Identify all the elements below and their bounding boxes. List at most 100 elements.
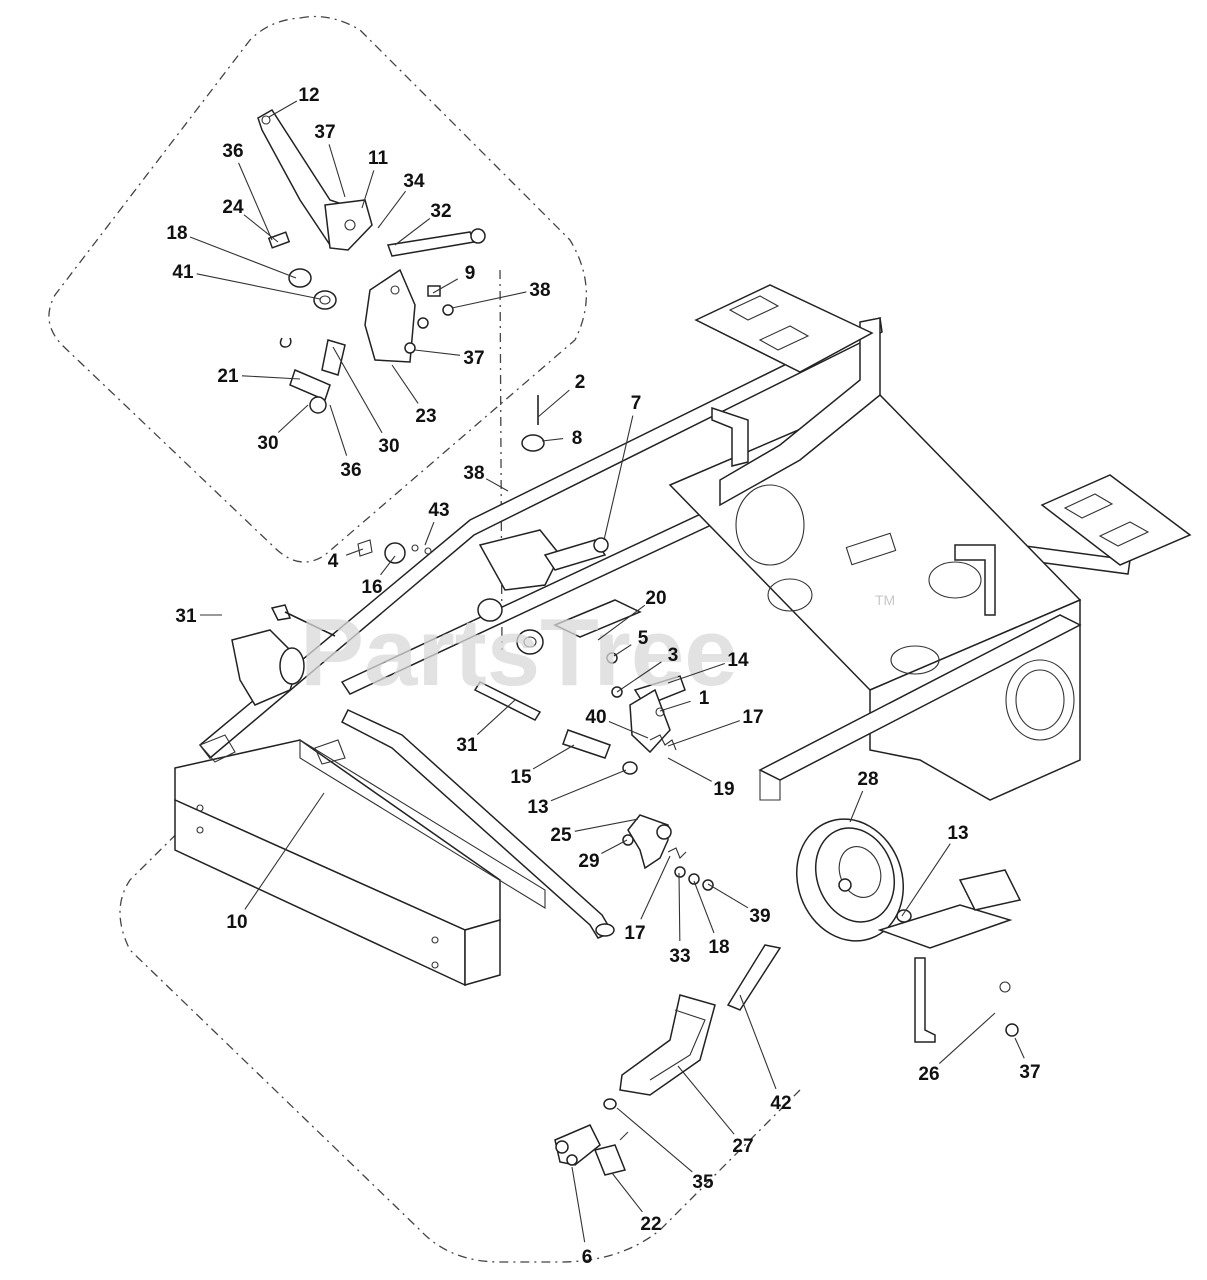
part-callout-c23: 23 xyxy=(415,406,436,427)
handle-assembly xyxy=(554,944,782,1176)
leader-line-c17b xyxy=(640,855,671,920)
part-callout-c37c: 37 xyxy=(1019,1062,1040,1083)
leader-line-c9 xyxy=(432,278,459,294)
part-callout-c13a: 13 xyxy=(527,797,548,818)
part-callout-c36b: 36 xyxy=(340,460,361,481)
part-callout-c40: 40 xyxy=(585,707,606,728)
leader-line-c17a xyxy=(667,720,740,747)
part-callout-c27: 27 xyxy=(732,1136,753,1157)
part-callout-c41: 41 xyxy=(172,262,194,283)
leader-line-c23 xyxy=(391,364,419,404)
part-callout-c38b: 38 xyxy=(463,463,484,484)
part-callout-c31b: 31 xyxy=(456,735,478,756)
leader-line-c14 xyxy=(667,663,725,684)
part-callout-c17b: 17 xyxy=(624,923,645,944)
leader-line-c43 xyxy=(424,521,435,546)
leader-line-c38a xyxy=(451,291,527,309)
leader-line-c35 xyxy=(616,1107,693,1173)
part-callout-c43: 43 xyxy=(428,500,449,521)
leader-line-c18b xyxy=(693,880,715,934)
leader-line-c38b xyxy=(485,478,509,492)
mower-frame xyxy=(198,284,1192,801)
leader-line-c34 xyxy=(377,190,407,229)
part-callout-c36a: 36 xyxy=(222,141,243,162)
leader-line-c27 xyxy=(677,1065,735,1135)
leader-line-c4 xyxy=(345,548,364,556)
frame-tube xyxy=(340,709,615,939)
center-linkage xyxy=(270,395,686,775)
part-callout-c28: 28 xyxy=(857,769,878,790)
leader-line-c36a xyxy=(238,162,273,241)
part-callout-c18a: 18 xyxy=(166,223,187,244)
leader-line-c37c xyxy=(1014,1037,1025,1059)
inset-parts xyxy=(257,108,486,414)
part-callout-c7: 7 xyxy=(631,393,642,414)
leader-line-c6 xyxy=(571,1166,586,1243)
part-callout-c25: 25 xyxy=(550,825,572,846)
watermark-tm: TM xyxy=(875,592,895,608)
leader-line-c19 xyxy=(667,757,712,782)
part-callout-c13b: 13 xyxy=(947,823,968,844)
detail-inset-boundary xyxy=(48,15,588,563)
part-callout-c18b: 18 xyxy=(708,937,729,958)
leader-line-c39 xyxy=(707,883,749,909)
leader-line-c3 xyxy=(616,661,662,693)
leader-line-c33 xyxy=(678,872,681,942)
part-callout-c33: 33 xyxy=(669,946,690,967)
leader-line-c32 xyxy=(394,218,431,246)
leader-line-c18a xyxy=(189,236,297,279)
wheel-bracket-left xyxy=(231,629,305,706)
part-callout-c15: 15 xyxy=(510,767,532,788)
part-callout-c10: 10 xyxy=(226,912,247,933)
leader-line-c29 xyxy=(601,839,628,854)
leader-line-c20 xyxy=(597,604,646,641)
part-callout-c19: 19 xyxy=(713,779,734,800)
part-callout-c11: 11 xyxy=(368,148,389,169)
leader-line-c22 xyxy=(611,1172,643,1213)
part-callout-c30a: 30 xyxy=(257,433,278,454)
leader-line-c12 xyxy=(268,100,298,118)
part-callout-c20: 20 xyxy=(645,588,666,609)
leader-line-c5 xyxy=(613,644,632,657)
callout-leaders xyxy=(189,100,1025,1243)
leader-line-c31b xyxy=(476,699,516,735)
leader-line-c11 xyxy=(361,170,375,209)
drive-wheel xyxy=(795,818,905,942)
leader-line-c30a xyxy=(277,404,309,433)
leader-line-c36b xyxy=(329,404,348,456)
part-callout-c2: 2 xyxy=(575,372,586,393)
leader-line-c8 xyxy=(541,438,564,442)
part-callout-c32: 32 xyxy=(430,201,451,222)
front-cross-member xyxy=(174,734,546,987)
part-callout-c9: 9 xyxy=(465,263,476,284)
leader-line-c16 xyxy=(380,555,396,576)
alignment-line xyxy=(499,269,503,651)
part-callout-c22: 22 xyxy=(640,1214,661,1235)
part-callout-c5: 5 xyxy=(638,628,649,649)
part-callout-c8: 8 xyxy=(572,428,583,449)
lower-region-boundary xyxy=(119,774,801,1263)
leader-line-c7 xyxy=(603,415,634,541)
lower-linkage xyxy=(622,814,714,891)
part-callout-c30b: 30 xyxy=(378,436,399,457)
part-callout-c37b: 37 xyxy=(463,348,484,369)
leader-line-c26 xyxy=(938,1012,996,1064)
part-callout-c3: 3 xyxy=(668,645,679,666)
leader-line-c28 xyxy=(849,790,864,823)
leader-line-c24 xyxy=(243,214,279,243)
watermark-text: PartsTree xyxy=(300,599,738,706)
part-callout-c39: 39 xyxy=(749,906,770,927)
leader-line-c13a xyxy=(550,769,627,802)
leader-line-c30b xyxy=(332,346,383,434)
part-callout-c14: 14 xyxy=(727,650,749,671)
part-callout-c26: 26 xyxy=(918,1064,939,1085)
part-callout-c21: 21 xyxy=(217,366,239,387)
part-callout-c37a: 37 xyxy=(314,122,335,143)
part-callout-c42: 42 xyxy=(770,1093,791,1114)
leader-line-c15 xyxy=(532,744,575,770)
leader-line-c25 xyxy=(574,818,639,832)
part-callout-c29: 29 xyxy=(578,851,599,872)
